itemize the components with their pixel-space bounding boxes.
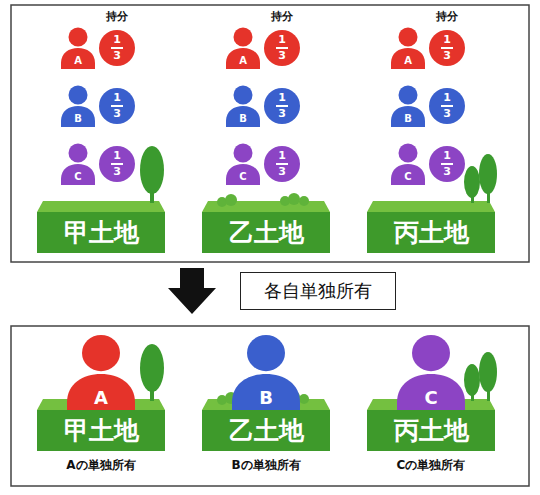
tree (140, 146, 497, 401)
land-parcel: 甲土地 (37, 410, 165, 451)
node-text: 乙土地 (229, 414, 304, 447)
panel-frame (11, 326, 529, 486)
fraction-bar (276, 163, 288, 165)
person-icon: B (226, 85, 260, 127)
share-fraction: 13 (429, 146, 465, 182)
fraction-bar (441, 47, 453, 49)
node-text: 3 (443, 166, 451, 178)
share-heading: 持分 (106, 9, 128, 24)
node-text: 1 (443, 92, 451, 104)
owner-caption: Aの単独所有 (66, 457, 135, 474)
person-icon: B (232, 334, 300, 414)
fraction-bar (111, 163, 123, 165)
land-parcel: 丙土地 (367, 212, 495, 253)
node-text: 3 (278, 166, 286, 178)
person-icon: C (397, 334, 465, 414)
person-icon: A (67, 334, 135, 414)
node-text: 3 (443, 50, 451, 62)
node-text: 乙土地 (229, 216, 304, 249)
node-text: 1 (113, 92, 121, 104)
node-text: 丙土地 (394, 216, 469, 249)
node-text: A (391, 55, 425, 67)
person-icon: B (61, 85, 95, 127)
person-icon: B (391, 85, 425, 127)
person-icon: C (61, 143, 95, 185)
block-arrow (168, 268, 216, 314)
person-icon: A (391, 27, 425, 69)
node-text: C (397, 388, 465, 408)
fraction-bar (441, 163, 453, 165)
share-fraction: 13 (99, 30, 135, 66)
node-text: A (67, 388, 135, 408)
node-text: 丙土地 (394, 414, 469, 447)
node-text: 3 (113, 50, 121, 62)
node-text: 3 (113, 166, 121, 178)
fraction-bar (276, 105, 288, 107)
share-heading: 持分 (271, 9, 293, 24)
share-fraction: 13 (264, 30, 300, 66)
node-text: 3 (443, 108, 451, 120)
node-text: 3 (113, 108, 121, 120)
node-text: 甲土地 (64, 414, 139, 447)
person-icon: C (226, 143, 260, 185)
person-icon: C (391, 143, 425, 185)
node-text: A (226, 55, 260, 67)
person-icon: A (226, 27, 260, 69)
person-icon: A (61, 27, 95, 69)
node-text: B (391, 113, 425, 125)
node-text: 1 (113, 34, 121, 46)
node-text: 1 (113, 150, 121, 162)
share-fraction: 13 (264, 146, 300, 182)
node-text: B (61, 113, 95, 125)
fraction-bar (441, 105, 453, 107)
share-fraction: 13 (99, 146, 135, 182)
node-text: C (391, 171, 425, 183)
land-parcel: 乙土地 (202, 410, 330, 451)
node-text: A (61, 55, 95, 67)
fraction-bar (111, 105, 123, 107)
fraction-bar (276, 47, 288, 49)
fraction-bar (111, 47, 123, 49)
share-fraction: 13 (99, 88, 135, 124)
share-heading: 持分 (436, 9, 458, 24)
node-text: B (226, 113, 260, 125)
node-text: 1 (443, 34, 451, 46)
land-parcel: 丙土地 (367, 410, 495, 451)
node-text: 1 (278, 34, 286, 46)
panel-frame (11, 5, 529, 262)
share-fraction: 13 (429, 88, 465, 124)
node-text: 1 (278, 92, 286, 104)
land-parcel: 乙土地 (202, 212, 330, 253)
node-text: 3 (278, 108, 286, 120)
node-text: C (61, 171, 95, 183)
node-text: 甲土地 (64, 216, 139, 249)
node-text: 各自単独所有 (264, 279, 372, 303)
node-text: C (226, 171, 260, 183)
label-box: 各自単独所有 (240, 272, 396, 310)
node-text: 3 (278, 50, 286, 62)
share-fraction: 13 (429, 30, 465, 66)
node-text: 1 (278, 150, 286, 162)
node-text: 1 (443, 150, 451, 162)
owner-caption: Bの単独所有 (231, 457, 300, 474)
owner-caption: Cの単独所有 (397, 457, 466, 474)
share-fraction: 13 (264, 88, 300, 124)
node-text: B (232, 388, 300, 408)
land-parcel: 甲土地 (37, 212, 165, 253)
